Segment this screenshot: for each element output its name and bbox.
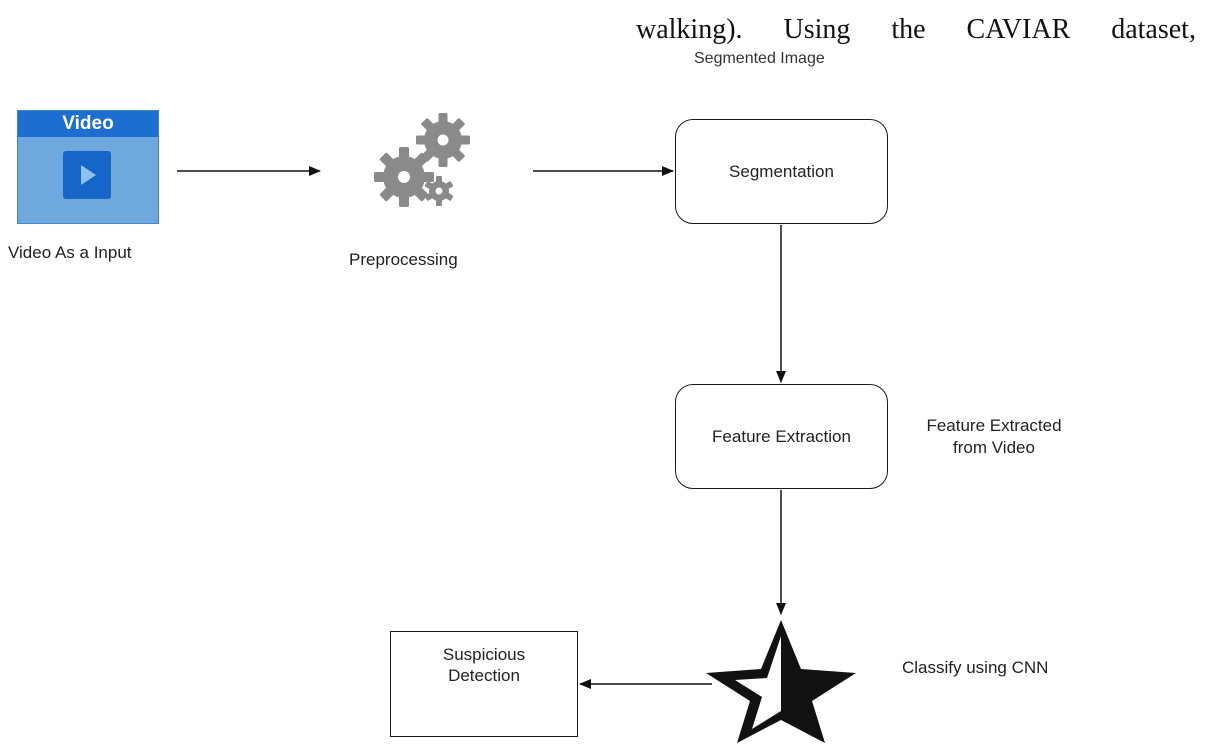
- segmentation-label: Segmentation: [729, 161, 834, 181]
- header-word: dataset,: [1111, 14, 1196, 45]
- header-word: the: [891, 14, 926, 45]
- video-input-label: Video As a Input: [8, 243, 132, 262]
- preprocessing-label: Preprocessing: [349, 250, 458, 269]
- header-word: CAVIAR: [966, 14, 1071, 45]
- suspicious-label-line1: Suspicious: [442, 645, 526, 664]
- video-icon: Video: [17, 110, 159, 224]
- segmented-image-annotation: Segmented Image: [694, 50, 825, 67]
- half-filled-star-icon: [706, 620, 856, 743]
- header-word: walking).: [636, 14, 743, 45]
- feature-extraction-node: Feature Extraction: [675, 384, 888, 489]
- play-button-icon: [63, 151, 111, 199]
- header-word: Using: [783, 14, 851, 45]
- feature-extracted-annotation: Feature Extracted from Video: [904, 415, 1084, 459]
- suspicious-label-line2: Detection: [448, 666, 520, 685]
- segmentation-node: Segmentation: [675, 119, 888, 224]
- suspicious-detection-node: Suspicious Detection: [390, 631, 578, 737]
- feature-annotation-line1: Feature Extracted: [926, 416, 1062, 435]
- suspicious-detection-label: Suspicious Detection: [443, 644, 525, 686]
- feature-extraction-label: Feature Extraction: [712, 426, 851, 446]
- gears-icon: [374, 113, 470, 207]
- header-text-line: walking). Using the CAVIAR dataset,: [636, 14, 1196, 46]
- classify-cnn-annotation: Classify using CNN: [902, 658, 1049, 677]
- video-icon-title: Video: [18, 111, 158, 137]
- feature-annotation-line2: from Video: [953, 438, 1035, 457]
